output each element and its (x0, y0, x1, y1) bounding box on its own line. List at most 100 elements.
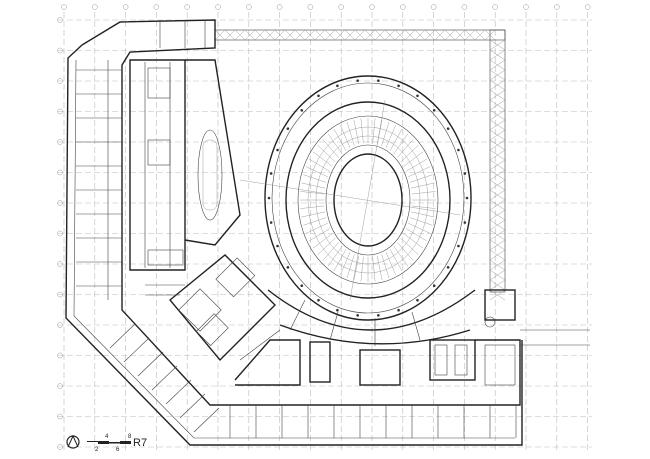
truss-member (364, 29, 376, 41)
truss-member (394, 29, 406, 41)
truss-member (414, 29, 426, 41)
truss-member (489, 69, 506, 81)
grid-bubble (57, 444, 63, 450)
seat-row-divider (411, 191, 436, 195)
truss-member (254, 29, 266, 41)
truss-member (489, 139, 506, 151)
service-core (129, 59, 241, 271)
grid-bubble (400, 4, 406, 10)
grid-bubble (184, 4, 190, 10)
seat-row-divider (303, 217, 327, 226)
column (397, 308, 400, 312)
seat-row-divider (346, 121, 355, 146)
seat-row-divider (327, 245, 343, 267)
seat-row-divider (381, 121, 390, 146)
grid-bubble (57, 17, 63, 23)
seat-row-divider (301, 182, 326, 189)
seat-row-divider (372, 256, 376, 282)
column (416, 298, 419, 302)
grid-bubble (523, 4, 529, 10)
grid-bubble (57, 322, 63, 328)
grid-bubble (369, 4, 375, 10)
column (286, 127, 290, 130)
room-partition (151, 365, 178, 391)
seat-row-divider (312, 151, 333, 167)
truss-member (489, 119, 506, 131)
column (432, 284, 436, 287)
seat-row-divider (317, 237, 336, 256)
truss-member (489, 169, 506, 181)
seat-row-divider (340, 125, 351, 149)
column (317, 94, 320, 98)
truss-member (489, 39, 506, 51)
room-partition (137, 351, 164, 377)
truss-member (224, 29, 236, 41)
seat-row-divider (360, 118, 364, 144)
truss-member (489, 149, 506, 161)
column (377, 79, 380, 82)
scale-tick-6: 6 (116, 447, 120, 453)
truss-member (354, 29, 366, 41)
seat-row-divider (400, 144, 419, 163)
scale-bar: 2 4 6 8 R7 (66, 434, 147, 453)
room-partition (193, 407, 220, 433)
grid-bubble (584, 4, 591, 10)
auditorium (239, 75, 472, 321)
seat-row-divider (389, 249, 403, 272)
scale-label: R7 (133, 437, 147, 449)
grid-bubble (122, 4, 129, 10)
seat-row-divider (353, 119, 360, 145)
scale-tick-4: 4 (105, 434, 109, 440)
truss-member (324, 29, 336, 41)
grid-bubble (57, 169, 63, 176)
truss-member (424, 29, 436, 41)
column (336, 308, 339, 312)
seat-row-divider (393, 133, 409, 155)
truss-member (489, 189, 506, 201)
truss-member (294, 29, 306, 41)
column (356, 79, 359, 82)
grid-bubble (57, 230, 63, 237)
room-partition (165, 379, 192, 405)
seat-row-divider (322, 242, 339, 262)
scale-tick-8: 8 (128, 434, 132, 440)
seat-row-divider (411, 205, 436, 209)
grid-bubble (307, 4, 314, 10)
truss-member (489, 129, 506, 141)
truss-member (489, 219, 506, 231)
grid-bubble (57, 261, 63, 267)
lobby-band (267, 289, 590, 346)
truss-member (234, 29, 246, 41)
truss-member (489, 159, 506, 171)
seat-row-divider (309, 158, 330, 172)
column (286, 266, 290, 269)
seat-row-divider (376, 255, 383, 281)
seat-row-divider (322, 138, 339, 158)
column (300, 109, 304, 112)
diagonal-core (145, 254, 281, 362)
seat-row-divider (397, 242, 414, 262)
column (397, 84, 400, 88)
grid-bubble (57, 108, 63, 115)
seat-row-divider (372, 118, 376, 144)
column (336, 84, 339, 88)
seat-row-divider (305, 223, 328, 234)
column (267, 196, 271, 200)
truss-member (489, 199, 506, 211)
seat-row-divider (409, 217, 433, 226)
seat-row-divider (340, 251, 351, 275)
grid-bubble (57, 383, 63, 389)
column (416, 94, 419, 98)
truss-member (384, 29, 396, 41)
truss-member (404, 29, 416, 41)
column (432, 109, 436, 112)
seat-row-divider (305, 166, 328, 177)
truss-member (304, 29, 316, 41)
bottom-rooms (229, 339, 517, 438)
building-outline (65, 19, 523, 446)
column (465, 196, 469, 200)
truss-member (489, 179, 506, 191)
seat-row-divider (408, 166, 431, 177)
column (269, 221, 273, 224)
